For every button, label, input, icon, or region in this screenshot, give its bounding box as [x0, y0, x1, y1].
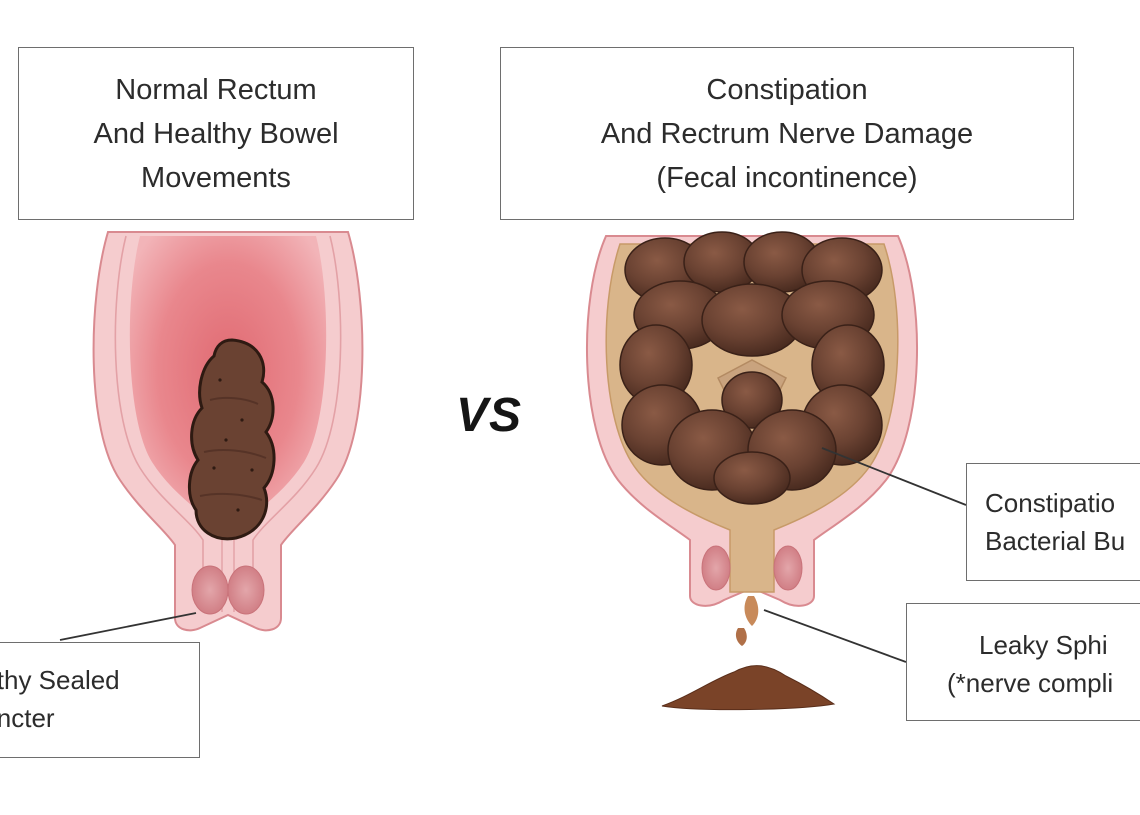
- label-right-top-line1: Constipatio: [985, 488, 1116, 518]
- label-right-top-line2: Bacterial Bu: [985, 526, 1126, 556]
- vs-text: VS: [456, 389, 523, 442]
- title-right-box: Constipation And Rectrum Nerve Damage (F…: [500, 47, 1074, 220]
- label-right-bottom-box: Leaky Sphi (*nerve compli: [906, 603, 1140, 721]
- rectum-wall-inner-line: [114, 235, 204, 600]
- sphincter-left: [191, 565, 229, 615]
- title-right-line3: (Fecal incontinence): [656, 162, 918, 194]
- label-left-line1: lthy Sealed: [0, 665, 120, 695]
- title-left-line3: Movements: [141, 162, 291, 194]
- label-right-bottom-line1: Leaky Sphi: [979, 630, 1108, 660]
- leader-line-right-bottom: [763, 609, 907, 663]
- sphincter-left-right: [701, 545, 731, 591]
- healthy-stool: [188, 338, 276, 541]
- label-right-bottom-line2: (*nerve compli: [947, 668, 1114, 698]
- leaking-stool: [661, 596, 836, 711]
- sphincter-right: [227, 565, 265, 615]
- label-left-box: lthy Sealed incter: [0, 642, 200, 758]
- impacted-stool: [619, 231, 885, 505]
- leader-line-left: [59, 612, 197, 641]
- normal-rectum-illustration: [59, 231, 364, 641]
- title-right-line2: And Rectrum Nerve Damage: [600, 118, 974, 150]
- title-right-line1: Constipation: [706, 74, 868, 106]
- title-left-box: Normal Rectum And Healthy Bowel Movement…: [18, 47, 414, 220]
- label-right-top-box: Constipatio Bacterial Bu: [966, 463, 1140, 581]
- stool-pile: [661, 665, 836, 711]
- label-left-line2: incter: [0, 703, 55, 733]
- leader-line-right-top: [821, 447, 967, 506]
- title-left-line2: And Healthy Bowel: [93, 118, 339, 150]
- sphincter-right-right: [773, 545, 803, 591]
- constipated-rectum-illustration: [586, 231, 967, 711]
- title-left-line1: Normal Rectum: [115, 74, 317, 106]
